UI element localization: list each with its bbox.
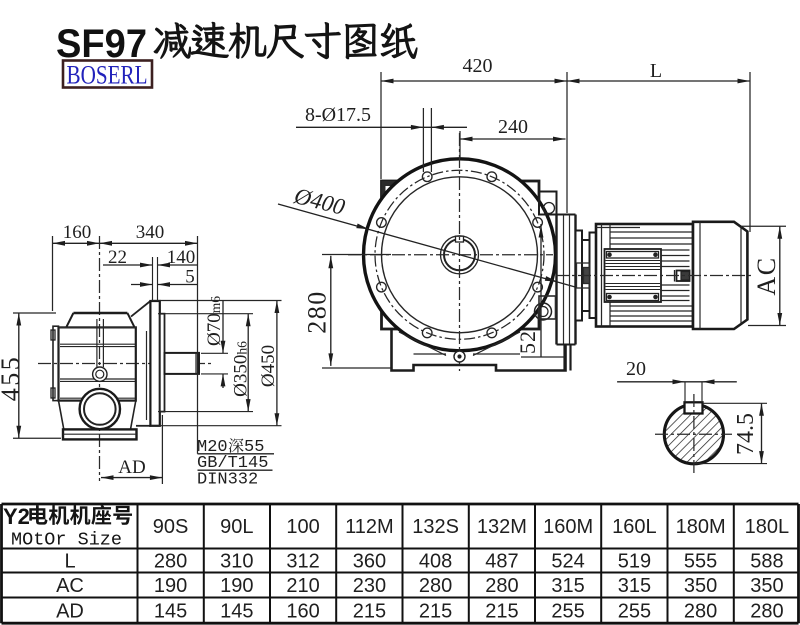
svg-text:360: 360 bbox=[353, 551, 386, 573]
svg-text:190: 190 bbox=[154, 575, 187, 597]
svg-text:100: 100 bbox=[286, 516, 319, 538]
svg-text:Y2: Y2 bbox=[3, 504, 30, 529]
svg-text:255: 255 bbox=[618, 601, 651, 623]
svg-text:455: 455 bbox=[0, 355, 25, 402]
svg-text:20: 20 bbox=[626, 358, 646, 380]
svg-text:AD: AD bbox=[118, 457, 145, 478]
svg-text:487: 487 bbox=[485, 551, 518, 573]
svg-text:190: 190 bbox=[220, 575, 253, 597]
svg-text:5: 5 bbox=[185, 267, 195, 288]
svg-text:160L: 160L bbox=[612, 516, 657, 538]
svg-text:90S: 90S bbox=[153, 516, 189, 538]
svg-text:Ø350h6: Ø350h6 bbox=[231, 341, 252, 397]
svg-text:420: 420 bbox=[463, 55, 493, 77]
svg-text:112M: 112M bbox=[345, 516, 394, 538]
svg-text:Ø70m6: Ø70m6 bbox=[204, 296, 225, 346]
svg-text:280: 280 bbox=[303, 290, 332, 334]
svg-text:90L: 90L bbox=[220, 516, 253, 538]
svg-text:180L: 180L bbox=[745, 516, 790, 538]
svg-text:145: 145 bbox=[154, 601, 187, 623]
svg-text:SF97: SF97 bbox=[56, 22, 147, 66]
svg-text:L: L bbox=[64, 551, 75, 573]
svg-text:588: 588 bbox=[750, 551, 783, 573]
svg-text:215: 215 bbox=[353, 601, 386, 623]
svg-text:8-Ø17.5: 8-Ø17.5 bbox=[305, 104, 371, 126]
svg-text:519: 519 bbox=[618, 551, 651, 573]
svg-text:132S: 132S bbox=[412, 516, 459, 538]
svg-text:145: 145 bbox=[220, 601, 253, 623]
svg-text:240: 240 bbox=[498, 116, 528, 138]
svg-text:315: 315 bbox=[551, 575, 584, 597]
svg-text:Ø450: Ø450 bbox=[258, 345, 279, 387]
svg-text:AC: AC bbox=[56, 575, 84, 597]
svg-text:132M: 132M bbox=[477, 516, 527, 538]
svg-text:408: 408 bbox=[419, 551, 452, 573]
svg-text:280: 280 bbox=[485, 575, 518, 597]
svg-text:55: 55 bbox=[244, 438, 264, 457]
svg-text:524: 524 bbox=[551, 551, 584, 573]
svg-text:MOtOr Size: MOtOr Size bbox=[11, 530, 122, 551]
svg-text:280: 280 bbox=[154, 551, 187, 573]
svg-text:AC: AC bbox=[752, 256, 781, 295]
svg-text:22: 22 bbox=[108, 247, 127, 268]
svg-text:340: 340 bbox=[136, 222, 165, 243]
svg-text:160M: 160M bbox=[543, 516, 593, 538]
svg-text:GB/T145: GB/T145 bbox=[197, 454, 268, 473]
svg-text:160: 160 bbox=[63, 222, 92, 243]
svg-text:255: 255 bbox=[551, 601, 584, 623]
svg-text:DIN332: DIN332 bbox=[197, 471, 258, 490]
svg-text:230: 230 bbox=[353, 575, 386, 597]
svg-text:140: 140 bbox=[167, 247, 196, 268]
svg-text:350: 350 bbox=[750, 575, 783, 597]
svg-text:350: 350 bbox=[684, 575, 717, 597]
svg-text:L: L bbox=[650, 60, 662, 82]
svg-text:AD: AD bbox=[56, 601, 84, 623]
svg-text:160: 160 bbox=[286, 601, 319, 623]
svg-text:315: 315 bbox=[618, 575, 651, 597]
svg-text:215: 215 bbox=[485, 601, 518, 623]
svg-text:555: 555 bbox=[684, 551, 717, 573]
svg-text:312: 312 bbox=[286, 551, 319, 573]
svg-text:280: 280 bbox=[750, 601, 783, 623]
svg-text:215: 215 bbox=[419, 601, 452, 623]
svg-text:280: 280 bbox=[419, 575, 452, 597]
svg-text:280: 280 bbox=[684, 601, 717, 623]
svg-text:52: 52 bbox=[515, 330, 540, 354]
svg-text:BOSERL: BOSERL bbox=[67, 61, 148, 90]
svg-text:210: 210 bbox=[286, 575, 319, 597]
svg-text:74.5: 74.5 bbox=[733, 413, 759, 455]
svg-text:310: 310 bbox=[220, 551, 253, 573]
svg-text:180M: 180M bbox=[676, 516, 726, 538]
svg-text:M20: M20 bbox=[197, 438, 228, 457]
